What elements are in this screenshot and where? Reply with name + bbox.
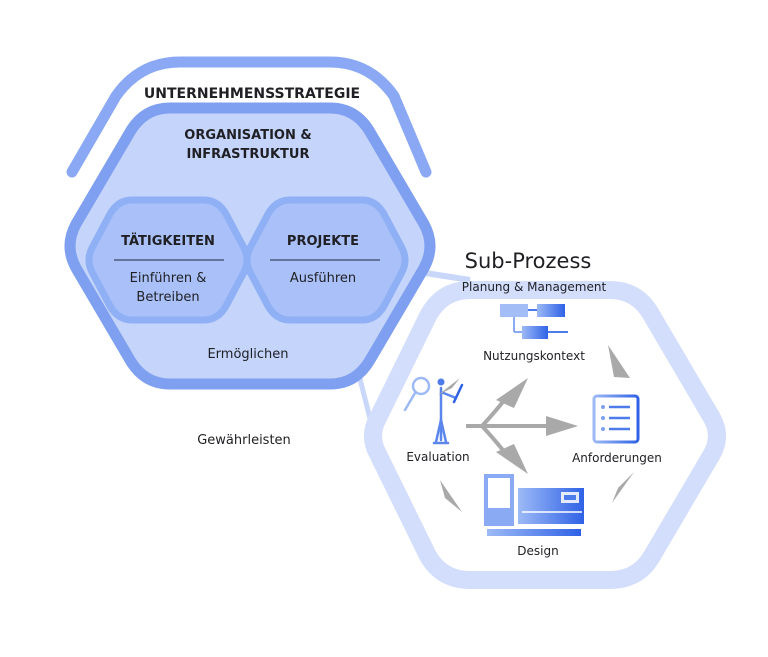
taetigkeiten-title: TÄTIGKEITEN bbox=[121, 233, 215, 249]
strategy-arch bbox=[66, 56, 432, 178]
enable-label: Ermöglichen bbox=[207, 347, 288, 362]
node-evaluation: Evaluation bbox=[406, 450, 469, 464]
guarantee-label: Gewährleisten bbox=[197, 433, 291, 448]
branch-arrows bbox=[466, 378, 578, 474]
org-label-line2: INFRASTRUKTUR bbox=[187, 147, 310, 162]
hierarchy-chart-icon bbox=[500, 304, 568, 339]
org-label-line1: ORGANISATION & bbox=[184, 128, 311, 143]
checklist-icon bbox=[592, 394, 640, 444]
strategy-label: UNTERNEHMENSSTRATEGIE bbox=[144, 86, 360, 102]
subprocess-hexagon bbox=[364, 281, 726, 589]
projekte-title: PROJEKTE bbox=[287, 234, 359, 249]
subprocess-title: Sub-Prozess bbox=[465, 249, 592, 273]
subprocess-subtitle: Planung & Management bbox=[462, 280, 607, 294]
node-anforderungen: Anforderungen bbox=[572, 451, 662, 465]
cycle-arrow-context-to-requirements bbox=[608, 345, 630, 378]
taetigkeiten-line1: Einführen & bbox=[130, 271, 207, 286]
projekte-line1: Ausführen bbox=[290, 271, 356, 286]
screens-icon bbox=[484, 474, 584, 536]
node-design: Design bbox=[517, 544, 558, 558]
cycle-arrow-requirements-to-design bbox=[612, 472, 634, 503]
taetigkeiten-line2: Betreiben bbox=[136, 290, 199, 305]
cycle-arrow-evaluation-to-context bbox=[438, 378, 460, 395]
node-nutzungskontext: Nutzungskontext bbox=[483, 349, 585, 363]
person-magnifier-icon bbox=[403, 376, 464, 445]
cycle-arrow-design-to-evaluation bbox=[440, 480, 462, 512]
